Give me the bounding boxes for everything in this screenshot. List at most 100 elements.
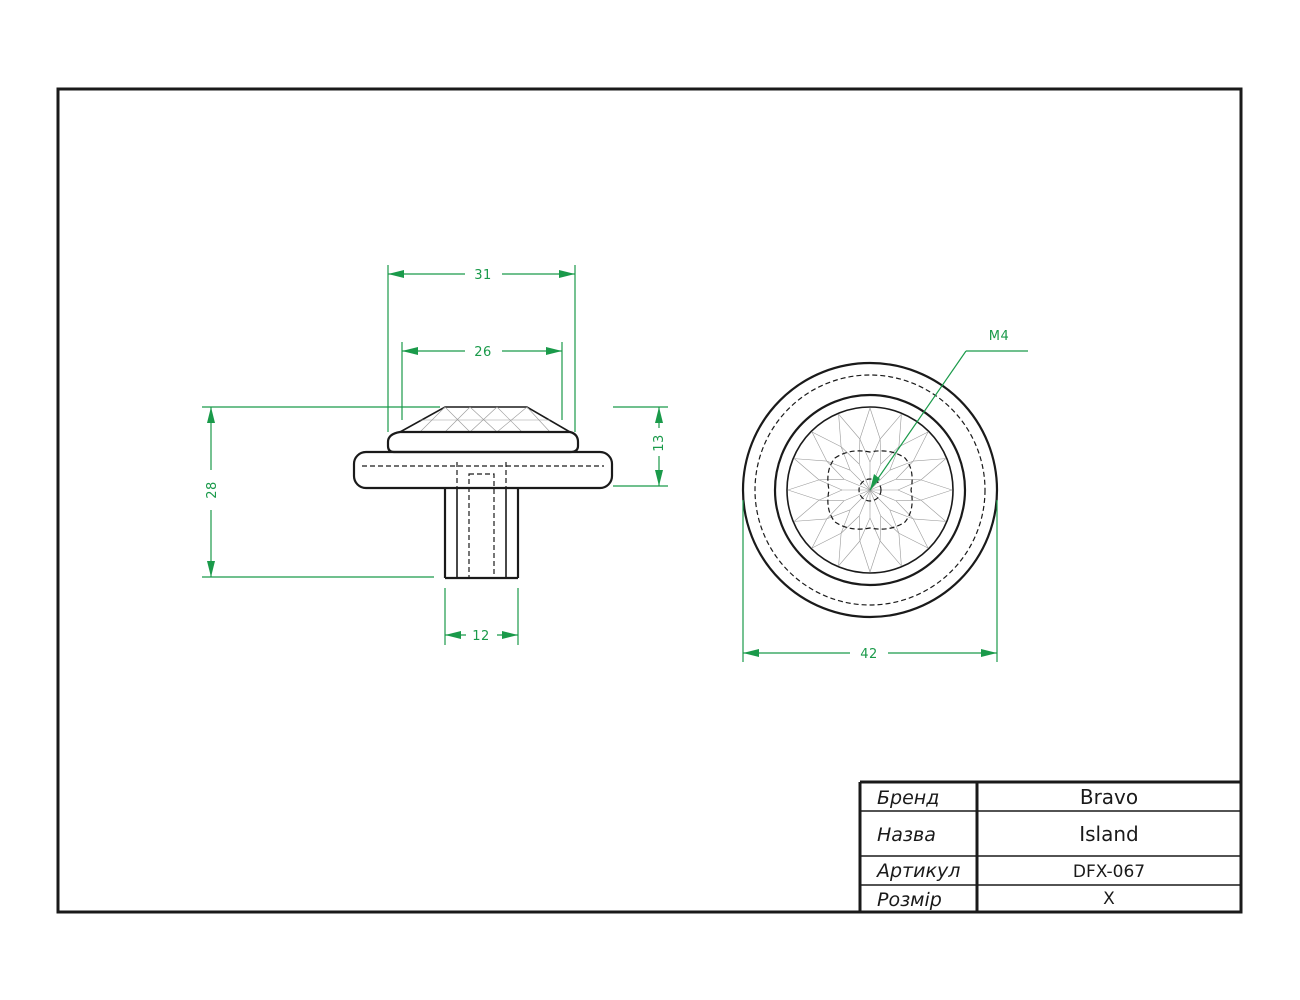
crystal-pattern (787, 407, 953, 573)
crystal-facet-line (898, 414, 902, 447)
crystal-facet-line (880, 446, 900, 465)
crystal-facet-line (849, 489, 871, 511)
crystal-facet-line (897, 479, 922, 491)
crystal-facet-line (849, 469, 871, 491)
crystal-facet-line (818, 489, 843, 501)
crystal-facet-line (879, 540, 902, 566)
crystal-facet-line (838, 540, 861, 566)
crystal-facet-line (895, 499, 922, 502)
hidden-stem-outline (827, 450, 913, 530)
base-disc (352, 450, 614, 490)
crystal-facet-line (889, 509, 900, 534)
crystal-facet-line (811, 431, 828, 462)
crystal-facet-line (794, 518, 827, 522)
crystal-facet-line (920, 458, 946, 481)
crystal-facet-line (869, 407, 881, 440)
crystal-facet-line (869, 489, 891, 511)
crystal-facet-line (826, 460, 845, 480)
crystal-facet-line (844, 489, 871, 501)
crystal-facet-line (858, 515, 861, 542)
crystal-facet-line (869, 438, 881, 463)
hidden-circle (754, 374, 986, 606)
tb-value-size: X (1103, 889, 1115, 909)
crystal-facet-line (794, 499, 820, 522)
crystal-facet-line (880, 515, 900, 534)
tb-value-name: Island (1079, 822, 1139, 846)
crystal-facet-line (889, 509, 914, 520)
crystal-facet-line (840, 446, 851, 471)
crystal-facet-line (869, 469, 891, 491)
crystal-facet-line (859, 489, 871, 516)
dim-label-26: 26 (474, 345, 492, 360)
dim-label-28: 28 (205, 481, 220, 499)
crystal-facet-line (840, 446, 860, 465)
crystal-facet-line (895, 500, 914, 520)
crystal-facet-line (879, 515, 882, 542)
crystal-facet-line (898, 431, 929, 448)
crystal-facet-line (787, 479, 820, 491)
ring-circle (773, 393, 967, 587)
crystal-facet-line (826, 500, 845, 520)
dim-label-31: 31 (474, 268, 492, 283)
crystal-facet-line (898, 532, 929, 549)
crystal-facet-line (920, 489, 953, 501)
crystal-facet-line (818, 478, 845, 481)
crystal-facet-line (826, 460, 851, 471)
crystal-facet-line (913, 458, 946, 462)
front-view (741, 361, 999, 619)
crystal-facet-line (869, 489, 896, 501)
crystal-facet-line (869, 489, 881, 516)
crystal-facet-line (859, 438, 871, 463)
crystal-facet-line (811, 431, 842, 448)
crystal-facet-line (811, 518, 828, 549)
crystal-facet-line (898, 533, 902, 566)
crystal-facet-line (912, 518, 929, 549)
crystal-facet-line (879, 438, 882, 465)
crystal-facet-line (869, 479, 896, 491)
dimension-height-total: 28 (202, 406, 440, 578)
crystal-facet-line (859, 407, 871, 440)
crystal-facet-line (895, 460, 914, 480)
crystal-facet-line (869, 517, 881, 542)
crystal-facet-line (869, 540, 881, 573)
crystal-facet-line (794, 458, 827, 462)
dim-label-42: 42 (860, 647, 878, 662)
crystal-facet-line (920, 479, 953, 491)
dimension-diameter: 42 (742, 500, 998, 662)
crystal-facet-line (826, 509, 851, 520)
crystal-facet-line (858, 438, 861, 465)
tb-label-article: Артикул (875, 860, 960, 882)
tb-label-brand: Бренд (877, 787, 939, 809)
crystal-facet-line (912, 431, 929, 462)
thread-callout: M4 (869, 329, 1028, 491)
dimension-width-total: 31 (387, 265, 576, 432)
crystal-facet-line (859, 517, 871, 542)
crystal-facet-line (859, 540, 871, 573)
tb-value-brand: Bravo (1080, 785, 1138, 809)
dim-label-13: 13 (652, 434, 667, 452)
crystal-facet-line (920, 499, 946, 522)
side-view (352, 406, 614, 580)
crystal-facet-line (787, 489, 820, 501)
crystal-facet-line (840, 515, 860, 534)
tb-label-size: Розмір (877, 889, 942, 911)
dimension-height-head: 13 (613, 406, 668, 487)
crystal-facets (419, 406, 551, 433)
crystal-facet-line (913, 518, 946, 522)
crystal-facet-line (838, 414, 842, 447)
dimension-stem-width: 12 (444, 588, 519, 645)
dim-label-12: 12 (472, 629, 490, 644)
drawing-frame (56, 87, 1243, 914)
crystal-facet-line (897, 489, 922, 501)
dimension-width-top: 26 (401, 342, 563, 420)
hidden-thread-hole (858, 478, 882, 502)
dim-label-m4: M4 (989, 329, 1010, 344)
crystal-facet-line (838, 414, 861, 440)
crystal-facet-line (818, 499, 845, 502)
crystal-facet-line (794, 458, 820, 481)
upper-ring (386, 430, 580, 454)
tb-value-article: DFX-067 (1073, 862, 1145, 882)
crystal-facet-line (859, 464, 871, 491)
crystal-facet-line (840, 509, 851, 534)
